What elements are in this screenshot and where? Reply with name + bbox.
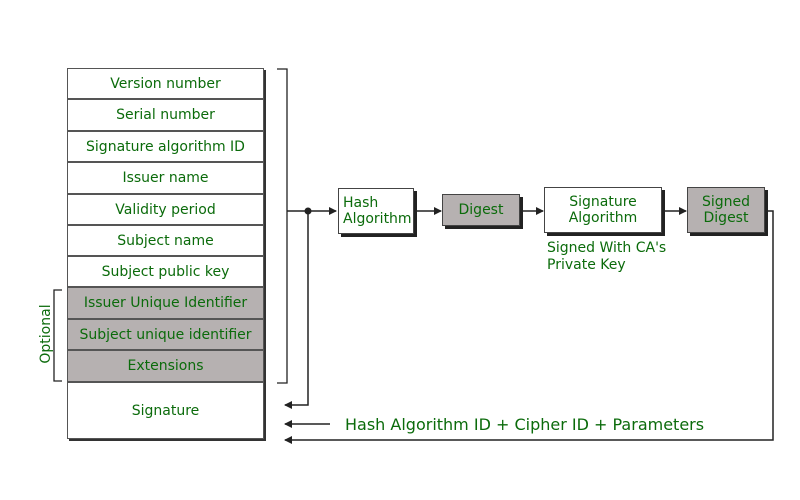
field-signature: Signature <box>67 382 264 439</box>
arrow-to-signature-from-junction <box>284 211 309 409</box>
signature-algorithm-box: Signature Algorithm <box>544 187 662 233</box>
algorithm-id-label: Hash Algorithm ID + Cipher ID + Paramete… <box>345 415 705 434</box>
field-serial-number: Serial number <box>67 99 264 131</box>
digest-box: Digest <box>442 194 520 226</box>
field-signature-algorithm-id: Signature algorithm ID <box>67 131 264 162</box>
ca-private-key-note: Signed With CA's Private Key <box>547 240 667 273</box>
fields-bracket <box>277 68 288 384</box>
signed-digest-box: Signed Digest <box>687 187 765 233</box>
field-subject-public-key: Subject public key <box>67 256 264 287</box>
optional-bracket <box>53 289 62 382</box>
field-issuer-unique-identifier: Issuer Unique Identifier <box>67 287 264 319</box>
optional-label: Optional <box>38 304 54 364</box>
field-subject-name: Subject name <box>67 225 264 256</box>
field-subject-unique-identifier: Subject unique identifier <box>67 319 264 350</box>
arrow-signed-to-signature <box>284 210 774 444</box>
field-extensions: Extensions <box>67 350 264 382</box>
field-validity-period: Validity period <box>67 194 264 225</box>
hash-algorithm-box: Hash Algorithm <box>338 188 414 234</box>
field-version-number: Version number <box>67 68 264 99</box>
field-issuer-name: Issuer name <box>67 162 264 194</box>
